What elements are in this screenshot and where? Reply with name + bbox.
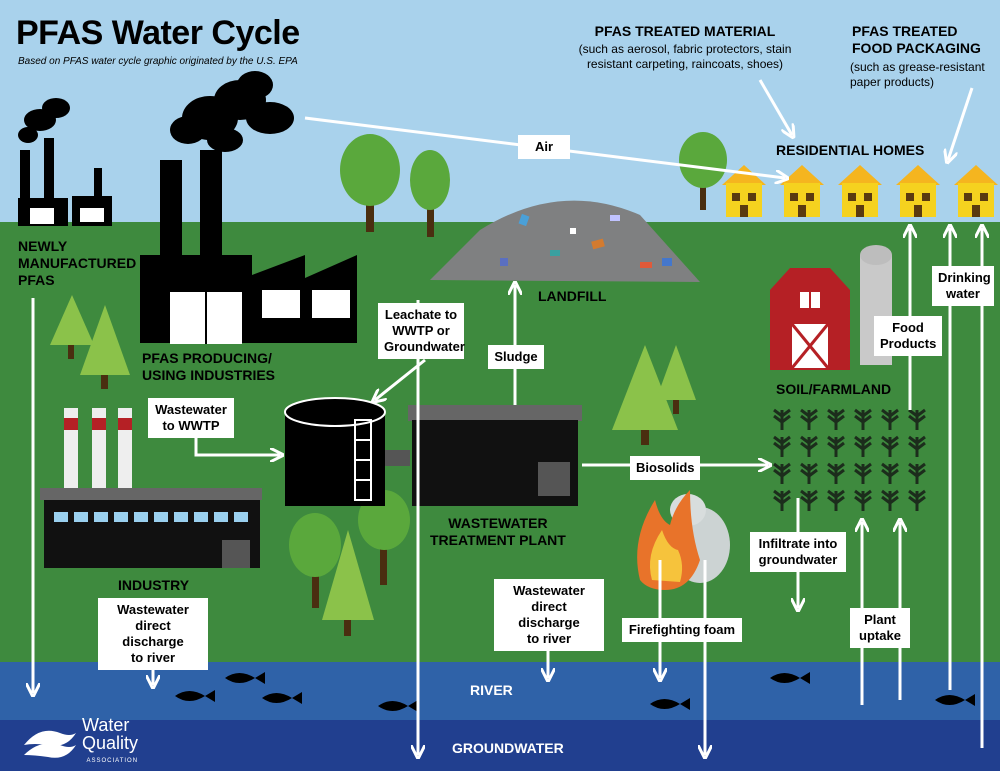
water-quality-logo-icon: [24, 730, 76, 758]
fish-icon: [378, 700, 418, 712]
crop-plant-icon: [800, 408, 818, 430]
residential-homes-label: RESIDENTIAL HOMES: [776, 142, 925, 158]
river-label: RIVER: [470, 682, 513, 698]
infiltrate-label: Infiltrate into groundwater: [750, 532, 846, 572]
food-packaging-title: PFAS TREATED FOOD PACKAGING: [852, 23, 981, 56]
treatment-plant-building-icon: [408, 405, 582, 506]
plant-uptake-label: Plant uptake: [850, 608, 910, 648]
food-packaging-arrow: [948, 87, 974, 160]
crop-plant-icon: [854, 489, 872, 511]
treated-material-arrow: [758, 79, 792, 135]
fish-icon: [175, 672, 975, 712]
crop-plant-icon: [908, 462, 926, 484]
treated-material-desc: (such as aerosol, fabric protectors, sta…: [578, 42, 792, 71]
crop-plant-icon: [854, 408, 872, 430]
landfill-icon: [430, 200, 700, 282]
water-quality-logo-text: Water Quality ASSOCIATION: [82, 715, 139, 764]
crop-plant-icon: [827, 435, 845, 457]
biosolids-flow-label: Biosolids: [630, 456, 700, 480]
small-factory-icon: [18, 98, 112, 226]
crop-plant-icon: [854, 435, 872, 457]
pine-tree-icon: [50, 295, 696, 445]
crop-plant-icon: [827, 462, 845, 484]
groundwater-label: GROUNDWATER: [452, 740, 564, 756]
crop-rows-icon: [773, 408, 926, 511]
industry-label: INDUSTRY: [118, 577, 190, 593]
pfas-producing-factory-icon: [140, 71, 357, 344]
fish-icon: [175, 690, 215, 702]
fire-icon: [637, 490, 730, 590]
page-subtitle: Based on PFAS water cycle graphic origin…: [18, 56, 298, 67]
fish-icon: [650, 698, 690, 710]
fish-icon: [770, 672, 810, 684]
crop-plant-icon: [773, 462, 791, 484]
crop-plant-icon: [773, 408, 791, 430]
wwtp-discharge-label: Wastewater direct discharge to river: [494, 579, 604, 651]
fish-icon: [225, 672, 265, 684]
tree-icon: [289, 490, 410, 636]
crop-plant-icon: [908, 435, 926, 457]
residential-homes-icon: [722, 165, 998, 217]
crop-plant-icon: [908, 489, 926, 511]
sludge-flow-label: Sludge: [488, 345, 544, 369]
fish-icon: [935, 694, 975, 706]
producing-industries-label: PFAS PRODUCING/ USING INDUSTRIES: [142, 350, 276, 383]
crop-plant-icon: [773, 435, 791, 457]
industry-discharge-label: Wastewater direct discharge to river: [98, 598, 208, 670]
crop-plant-icon: [854, 462, 872, 484]
crop-plant-icon: [881, 408, 899, 430]
wastewater-to-wwtp-arrow: [194, 435, 280, 455]
air-flow-label: Air: [518, 135, 570, 159]
crop-plant-icon: [881, 489, 899, 511]
fish-icon: [262, 692, 302, 704]
crop-plant-icon: [881, 462, 899, 484]
crop-plant-icon: [800, 489, 818, 511]
food-packaging-desc: (such as grease-resistant paper products…: [850, 60, 985, 89]
leachate-flow-label: Leachate to WWTP or Groundwater: [378, 303, 465, 359]
page-title: PFAS Water Cycle: [16, 14, 300, 52]
landfill-label: LANDFILL: [538, 288, 607, 304]
groundwater-band: [0, 720, 1000, 771]
crop-plant-icon: [827, 408, 845, 430]
newly-manufactured-label: NEWLY MANUFACTURED PFAS: [18, 238, 137, 288]
crop-plant-icon: [800, 435, 818, 457]
crop-plant-icon: [908, 408, 926, 430]
crop-plant-icon: [800, 462, 818, 484]
barn-icon: [770, 268, 850, 370]
wwtp-label: WASTEWATER TREATMENT PLANT: [430, 515, 566, 548]
food-products-flow-label: Food Products: [874, 316, 942, 356]
crop-plant-icon: [827, 489, 845, 511]
industry-building-icon: [40, 408, 262, 568]
treated-material-title: PFAS TREATED MATERIAL: [594, 23, 776, 39]
crop-plant-icon: [881, 435, 899, 457]
tree-icon: [340, 132, 727, 237]
wastewater-to-wwtp-label: Wastewater to WWTP: [148, 398, 234, 438]
drinking-water-flow-label: Drinking water: [932, 266, 994, 306]
soil-farmland-label: SOIL/FARMLAND: [776, 381, 892, 397]
treatment-tank-icon: [284, 397, 410, 506]
river-band: [0, 662, 1000, 720]
firefighting-foam-label: Firefighting foam: [622, 618, 742, 642]
crop-plant-icon: [773, 489, 791, 511]
